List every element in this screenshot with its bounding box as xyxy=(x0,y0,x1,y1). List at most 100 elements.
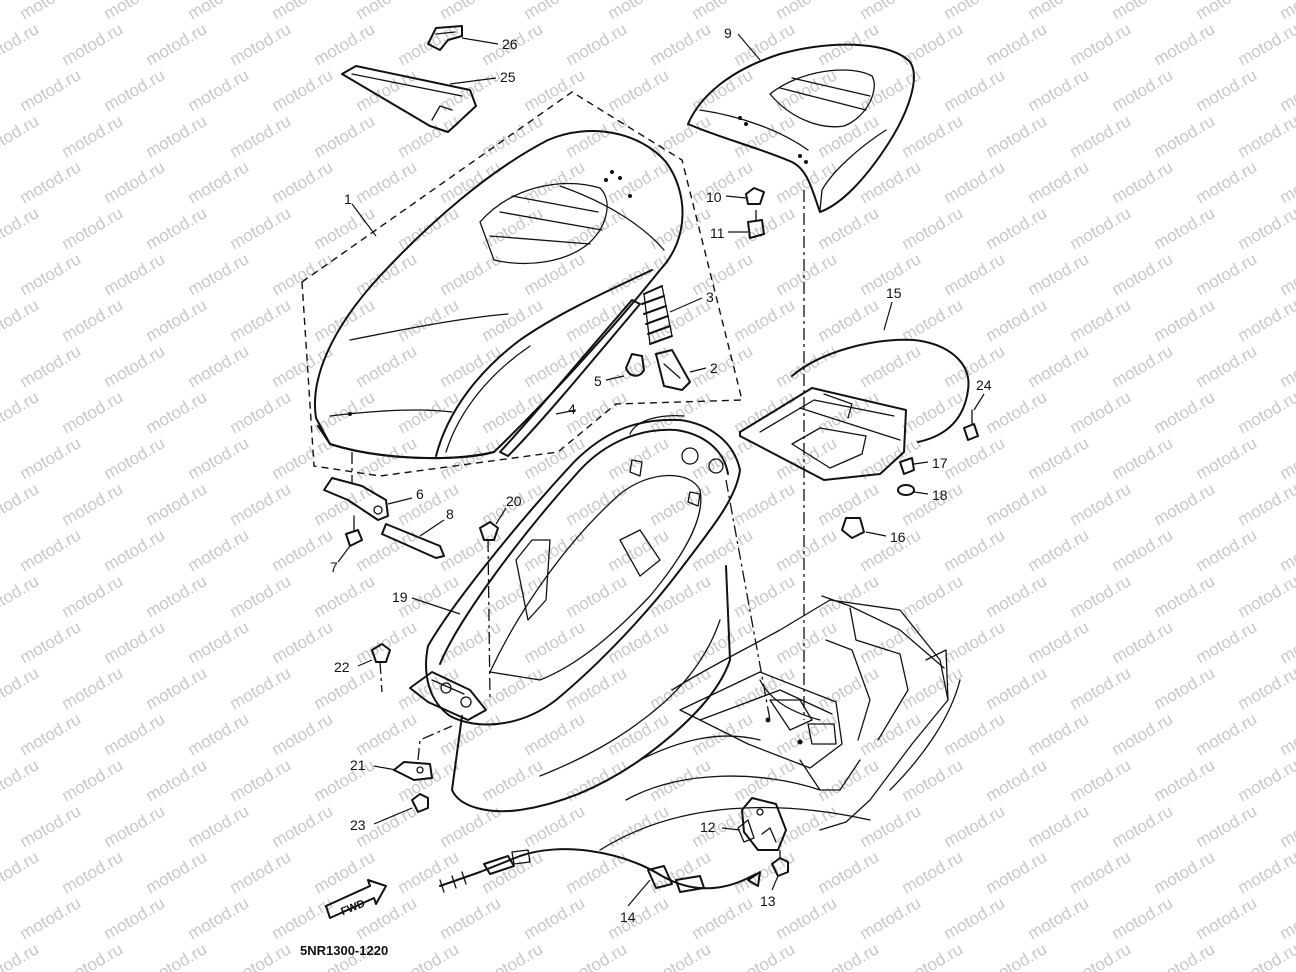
watermark-text: motod.ru xyxy=(0,939,42,972)
watermark-text: motod.ru xyxy=(1235,479,1296,529)
watermark-text: motod.ru xyxy=(353,157,421,207)
watermark-text: motod.ru xyxy=(1235,847,1296,897)
watermark-text: motod.ru xyxy=(143,663,211,713)
watermark-text: motod.ru xyxy=(689,893,757,943)
watermark-text: motod.ru xyxy=(731,295,799,345)
watermark-text: motod.ru xyxy=(689,709,757,759)
part-2-guide xyxy=(655,349,707,391)
watermark-text: motod.ru xyxy=(269,617,337,667)
callout-21: 21 xyxy=(350,757,366,773)
watermark-text: motod.ru xyxy=(311,111,379,161)
watermark-text: motod.ru xyxy=(521,893,589,943)
watermark-text: motod.ru xyxy=(815,663,883,713)
watermark-text: motod.ru xyxy=(1109,617,1177,667)
watermark-text: motod.ru xyxy=(59,939,127,972)
watermark-text: motod.ru xyxy=(815,295,883,345)
watermark-text: motod.ru xyxy=(269,433,337,483)
watermark-text: motod.ru xyxy=(17,157,85,207)
watermark-text: motod.ru xyxy=(647,479,715,529)
watermark-text: motod.ru xyxy=(101,341,169,391)
watermark-text: motod.ru xyxy=(1277,157,1296,207)
watermark-text: motod.ru xyxy=(941,249,1009,299)
callout-26: 26 xyxy=(502,36,518,52)
watermark-text: motod.ru xyxy=(1109,709,1177,759)
fwd-label: FWD xyxy=(339,898,367,919)
watermark-text: motod.ru xyxy=(143,111,211,161)
watermark-text: motod.ru xyxy=(1109,65,1177,115)
watermark-text: motod.ru xyxy=(1277,433,1296,483)
watermark-text: motod.ru xyxy=(227,295,295,345)
part-26-clip xyxy=(427,25,499,51)
watermark-text: motod.ru xyxy=(983,479,1051,529)
watermark-text: motod.ru xyxy=(1277,341,1296,391)
watermark-text: motod.ru xyxy=(185,0,253,23)
watermark-text: motod.ru xyxy=(1235,387,1296,437)
watermark-text: motod.ru xyxy=(983,571,1051,621)
watermark-text: motod.ru xyxy=(227,387,295,437)
watermark-text: motod.ru xyxy=(479,939,547,972)
watermark-text: motod.ru xyxy=(647,19,715,69)
watermark-text: motod.ru xyxy=(647,571,715,621)
callout-19: 19 xyxy=(392,589,408,605)
watermark-text: motod.ru xyxy=(1109,341,1177,391)
watermark-text: motod.ru xyxy=(815,939,883,972)
callout-1: 1 xyxy=(344,191,352,207)
watermark-text: motod.ru xyxy=(1151,847,1219,897)
watermark-text: motod.ru xyxy=(0,571,42,621)
callout-11: 11 xyxy=(710,225,725,241)
watermark-text: motod.ru xyxy=(605,801,673,851)
watermark-text: motod.ru xyxy=(941,525,1009,575)
watermark-text: motod.ru xyxy=(605,65,673,115)
watermark-text: motod.ru xyxy=(1193,617,1261,667)
watermark-text: motod.ru xyxy=(1025,801,1093,851)
watermark-text: motod.ru xyxy=(1151,295,1219,345)
watermark-text: motod.ru xyxy=(1193,249,1261,299)
watermark-text: motod.ru xyxy=(521,65,589,115)
watermark-text: motod.ru xyxy=(983,19,1051,69)
watermark-text: motod.ru xyxy=(185,801,253,851)
callout-17: 17 xyxy=(932,455,948,471)
watermark-text: motod.ru xyxy=(1109,525,1177,575)
watermark-text: motod.ru xyxy=(17,65,85,115)
part-9-rear-seat xyxy=(687,33,915,720)
watermark-text: motod.ru xyxy=(143,19,211,69)
watermark-text: motod.ru xyxy=(605,525,673,575)
watermark-text: motod.ru xyxy=(311,479,379,529)
watermark-text: motod.ru xyxy=(101,249,169,299)
watermark-text: motod.ru xyxy=(815,387,883,437)
watermark-text: motod.ru xyxy=(689,525,757,575)
watermark-text: motod.ru xyxy=(0,847,42,897)
watermark-text: motod.ru xyxy=(605,617,673,667)
watermark-text: motod.ru xyxy=(899,295,967,345)
watermark-text: motod.ru xyxy=(605,893,673,943)
watermark-text: motod.ru xyxy=(101,157,169,207)
watermark-text: motod.ru xyxy=(1025,0,1093,23)
watermark-text: motod.ru xyxy=(185,249,253,299)
watermark-text: motod.ru xyxy=(1067,847,1135,897)
watermark-text: motod.ru xyxy=(227,663,295,713)
callout-3: 3 xyxy=(706,289,714,305)
watermark-text: motod.ru xyxy=(605,709,673,759)
watermark-text: motod.ru xyxy=(815,847,883,897)
callout-15: 15 xyxy=(886,285,902,301)
watermark-text: motod.ru xyxy=(1151,203,1219,253)
callout-18: 18 xyxy=(932,487,948,503)
watermark-text: motod.ru xyxy=(563,111,631,161)
watermark-text: motod.ru xyxy=(1193,709,1261,759)
watermark-text: motod.ru xyxy=(731,203,799,253)
callout-5: 5 xyxy=(594,373,602,389)
watermark-text: motod.ru xyxy=(143,939,211,972)
callout-13: 13 xyxy=(760,893,776,909)
watermark-text: motod.ru xyxy=(479,295,547,345)
watermark-text: motod.ru xyxy=(227,571,295,621)
callout-24: 24 xyxy=(976,377,992,393)
watermark-text: motod.ru xyxy=(1025,433,1093,483)
watermark-text: motod.ru xyxy=(941,709,1009,759)
part-6-hinge xyxy=(323,452,413,521)
watermark-text: motod.ru xyxy=(311,755,379,805)
watermark-text: motod.ru xyxy=(731,755,799,805)
watermark-text: motod.ru xyxy=(1235,203,1296,253)
watermark-text: motod.ru xyxy=(1067,19,1135,69)
watermark-text: motod.ru xyxy=(59,111,127,161)
watermark-text: motod.ru xyxy=(1151,111,1219,161)
